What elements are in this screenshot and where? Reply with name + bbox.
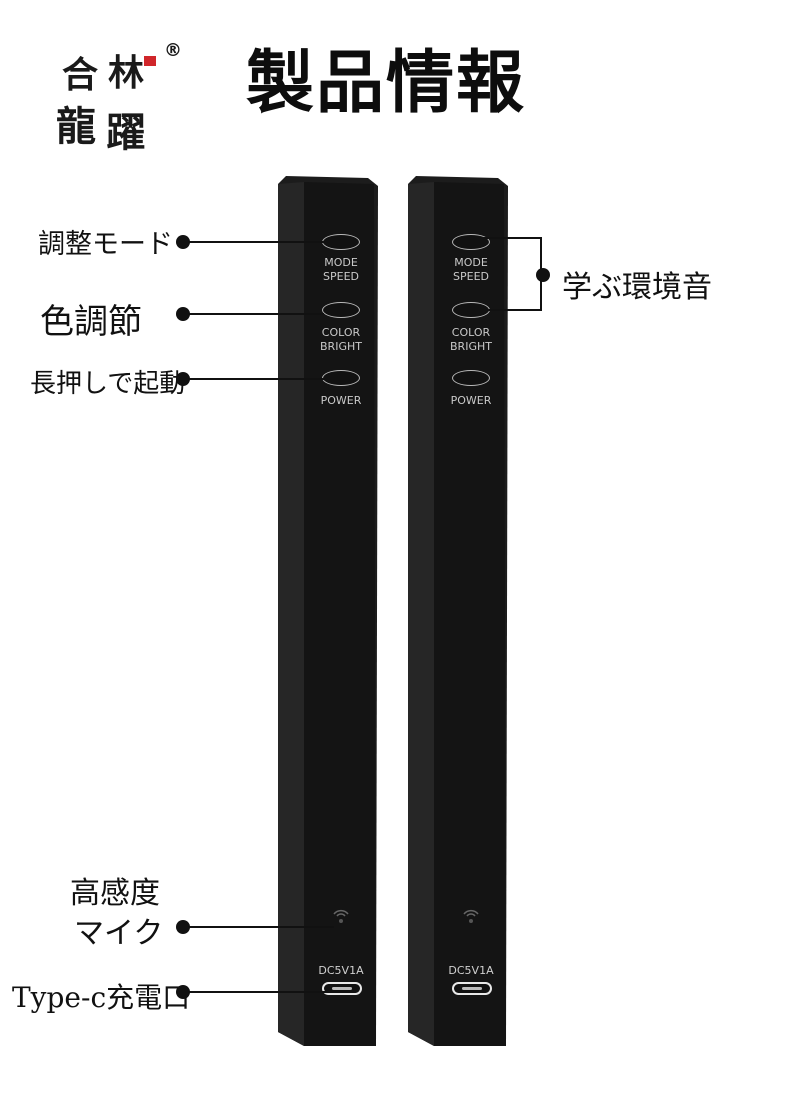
callout-power-label: 長押しで起動 xyxy=(30,369,186,399)
mode-speed-label: MODE SPEED xyxy=(323,256,359,283)
logo-char-4: 躍 xyxy=(106,109,146,156)
power-label: POWER xyxy=(320,394,362,407)
power-button[interactable] xyxy=(452,370,490,386)
callout-mic-line xyxy=(184,926,334,928)
mode-speed-button[interactable] xyxy=(322,234,360,250)
callout-mic-label-line2: マイク xyxy=(74,916,164,951)
logo-char-1: 合 xyxy=(62,54,99,96)
usb-c-port[interactable] xyxy=(452,982,492,995)
power-label: POWER xyxy=(450,394,492,407)
device-right-body xyxy=(408,176,508,1046)
callout-mic-label-line1: 高感度 xyxy=(70,876,160,911)
callout-charge-dot xyxy=(176,985,190,999)
usb-c-port[interactable] xyxy=(322,982,362,995)
registered-mark: ® xyxy=(164,40,182,61)
power-button[interactable] xyxy=(322,370,360,386)
port-label: DC5V1A xyxy=(318,964,364,977)
color-bright-button[interactable] xyxy=(322,302,360,318)
callout-charge-line xyxy=(184,991,340,993)
device-left: MODE SPEED COLOR BRIGHT POWER DC5V1A xyxy=(278,176,378,1046)
callout-learn-dot xyxy=(536,268,550,282)
callout-learn-label: 学ぶ環境音 xyxy=(562,270,712,305)
color-bright-label: COLOR BRIGHT xyxy=(450,326,492,353)
device-left-body xyxy=(278,176,378,1046)
mode-speed-label: MODE SPEED xyxy=(453,256,489,283)
brand-logo: 合 林 龍 躍 ® xyxy=(56,40,188,164)
callout-power-line xyxy=(184,378,324,380)
microphone-icon xyxy=(333,909,349,923)
callout-mode-dot xyxy=(176,235,190,249)
callout-color-label: 色調節 xyxy=(40,302,142,342)
callout-mic-dot xyxy=(176,920,190,934)
microphone-icon xyxy=(463,909,479,923)
logo-char-2: 林 xyxy=(108,52,145,94)
callout-power-dot xyxy=(176,372,190,386)
port-label: DC5V1A xyxy=(448,964,494,977)
callout-mode-label: 調整モード xyxy=(38,229,173,260)
color-bright-label: COLOR BRIGHT xyxy=(320,326,362,353)
device-right: MODE SPEED COLOR BRIGHT POWER DC5V1A xyxy=(408,176,508,1046)
logo-char-3: 龍 xyxy=(56,103,96,150)
callout-charge-label: Type-c充電口 xyxy=(12,981,191,1014)
callout-mode-line xyxy=(184,241,324,243)
page-title: 製品情報 xyxy=(246,44,527,123)
callout-color-dot xyxy=(176,307,190,321)
callout-color-line xyxy=(184,313,324,315)
callout-learn-line-top xyxy=(474,237,542,239)
logo-seal xyxy=(144,56,156,66)
callout-learn-line-bottom xyxy=(474,309,542,311)
